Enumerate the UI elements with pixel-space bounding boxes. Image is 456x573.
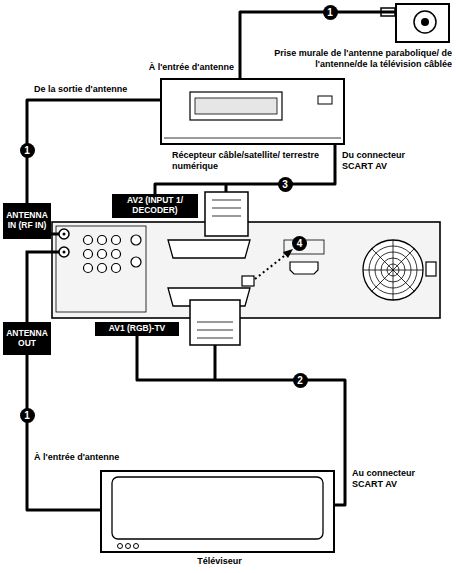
tv-box: Téléviseur [100,470,335,553]
device-caption: Prise murale de l'antenne parabolique/ d… [254,48,452,71]
cable-note: À l'entrée d'antenne [34,452,154,463]
callout-number: 3 [278,177,293,192]
cable-note: Du connecteur SCART AV [342,150,414,173]
port-name: ANTENNA OUT [5,329,49,349]
recorder-rear-panel [52,184,440,380]
cable [137,336,345,505]
cable-note: De la sortie d'antenne [34,84,154,95]
receiver-front [160,78,345,145]
port-name: AV2 (INPUT 1/ DECODER) [114,196,196,216]
callout-number: 1 [323,5,338,20]
callout-number: 1 [20,408,35,423]
callout-number: 2 [293,373,308,388]
cable [27,100,160,203]
device-caption: Récepteur câble/satellite/ terrestre num… [172,150,322,173]
port-label: AV2 (INPUT 1/ DECODER) [112,194,198,218]
port-label: ANTENNA OUT [3,322,51,355]
cable [27,355,100,510]
wall-socket [381,3,450,43]
port-name: ANTENNA IN (RF IN) [5,211,49,231]
cable-note: Au connecteur SCART AV [352,468,424,491]
port-label: AV1 (RGB)-TV [95,322,179,336]
port-name: AV1 (RGB)-TV [109,324,166,334]
wall-socket: Prise murale de l'antenne parabolique/ d… [395,3,450,43]
callout-number: 1 [20,143,35,158]
port-label: ANTENNA IN (RF IN) [3,203,51,239]
cable [155,145,335,194]
callout-number: 4 [292,236,307,251]
cable-note: À l'entrée d'antenne [130,62,234,73]
tv-front [112,477,323,549]
device-caption: Téléviseur [102,556,337,567]
receiver-box: Récepteur câble/satellite/ terrestre num… [160,78,345,145]
